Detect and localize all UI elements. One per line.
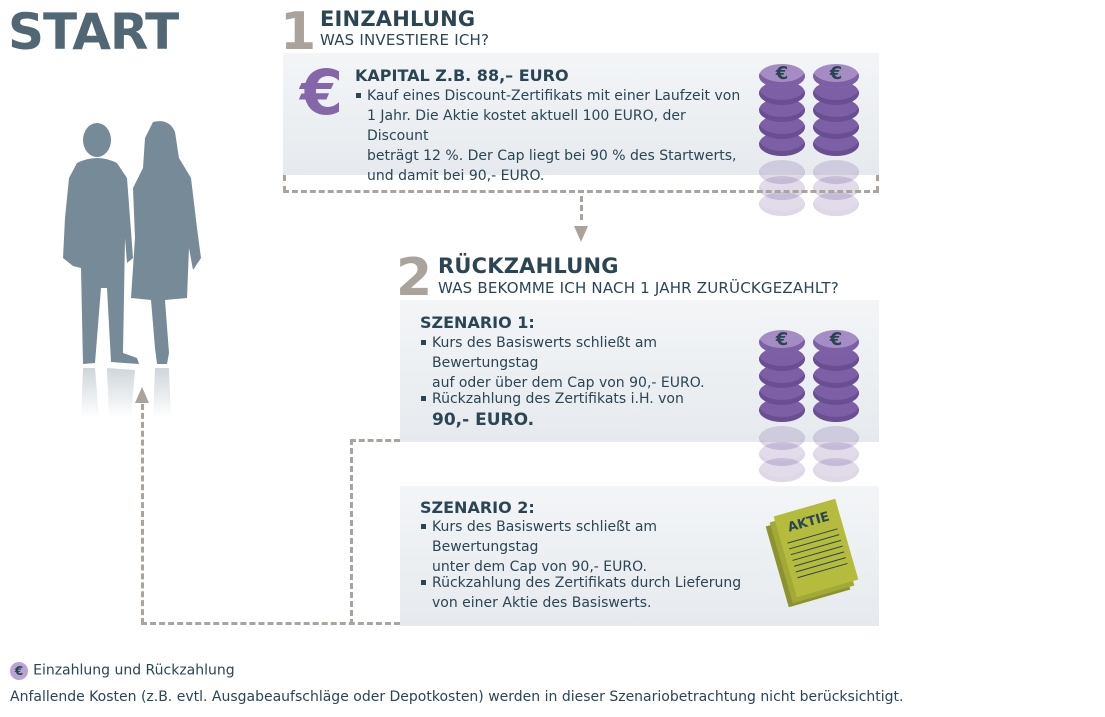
- step2-title: RÜCKZAHLUNG: [438, 254, 619, 278]
- dashed-connector: [141, 404, 144, 624]
- scenario2-condition: Kurs des Basiswerts schließt am Bewertun…: [420, 517, 760, 577]
- coin-icon: €: [10, 661, 28, 680]
- scenario2-title: SZENARIO 2:: [420, 498, 535, 517]
- scenario2-line: von einer Aktie des Basiswerts.: [432, 595, 652, 611]
- dashed-connector: [350, 439, 353, 625]
- arrow-up-icon: [135, 387, 149, 403]
- scenario1-title: SZENARIO 1:: [420, 313, 535, 332]
- dashed-connector: [876, 175, 879, 192]
- capital-line: beträgt 12 %. Der Cap liegt bei 90 % des…: [367, 148, 737, 164]
- scenario1-line: Kurs des Basiswerts schließt am Bewertun…: [420, 333, 760, 373]
- scenario1-condition: Kurs des Basiswerts schließt am Bewertun…: [420, 333, 760, 393]
- footnote: Anfallende Kosten (z.B. evtl. Ausgabeauf…: [10, 689, 904, 705]
- capital-title: KAPITAL Z.B. 88,– EURO: [355, 66, 569, 85]
- scenario2-line: Kurs des Basiswerts schließt am Bewertun…: [420, 517, 760, 557]
- scenario2-line: Rückzahlung des Zertifikats durch Liefer…: [420, 573, 760, 593]
- dashed-connector: [580, 196, 583, 220]
- scenario1-amount: 90,- EURO.: [432, 410, 535, 430]
- legend-label: Einzahlung und Rückzahlung: [33, 662, 235, 679]
- dashed-connector: [283, 190, 879, 193]
- arrow-down-icon: [574, 226, 588, 242]
- step1-number: 1: [280, 2, 317, 62]
- capital-description: Kauf eines Discount-Zertifikats mit eine…: [355, 86, 745, 186]
- stock-document-icon: AKTIE: [765, 498, 862, 610]
- scenario1-payout: Rückzahlung des Zertifikats i.H. von 90,…: [420, 389, 760, 431]
- step2-subtitle: WAS BEKOMME ICH NACH 1 JAHR ZURÜCKGEZAHL…: [438, 279, 839, 297]
- step2-number: 2: [396, 248, 433, 308]
- step1-title: EINZAHLUNG: [320, 7, 476, 31]
- capital-line: 1 Jahr. Die Aktie kostet aktuell 100 EUR…: [367, 108, 686, 144]
- legend: € Einzahlung und Rückzahlung: [10, 660, 235, 680]
- capital-line: Kauf eines Discount-Zertifikats mit eine…: [355, 86, 745, 106]
- euro-icon: €: [300, 56, 344, 129]
- start-title: START: [8, 3, 179, 61]
- step1-subtitle: WAS INVESTIERE ICH?: [320, 31, 490, 49]
- dashed-connector: [283, 175, 286, 192]
- dashed-connector: [350, 439, 400, 442]
- couple-silhouette-icon: [63, 121, 201, 418]
- scenario2-payout: Rückzahlung des Zertifikats durch Liefer…: [420, 573, 760, 613]
- scenario1-line: Rückzahlung des Zertifikats i.H. von: [420, 389, 760, 409]
- scenario1-line: auf oder über dem Cap von 90,- EURO.: [432, 375, 705, 391]
- dashed-connector: [141, 622, 400, 625]
- capital-line: und damit bei 90,- EURO.: [367, 168, 545, 184]
- scenario2-line: unter dem Cap von 90,- EURO.: [432, 559, 647, 575]
